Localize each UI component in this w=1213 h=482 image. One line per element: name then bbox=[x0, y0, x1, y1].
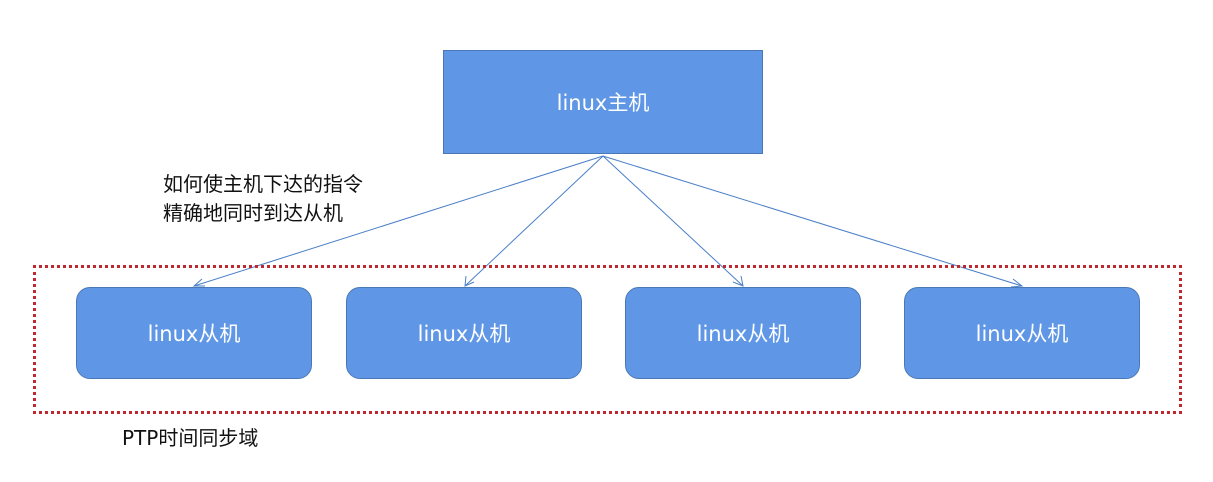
slave-node-label: linux从机 bbox=[417, 322, 511, 346]
slave-node-1: linux从机 bbox=[76, 287, 312, 379]
master-node: linux主机 bbox=[443, 50, 763, 154]
connector-slave-4 bbox=[602, 155, 1023, 287]
slave-node-label: linux从机 bbox=[147, 322, 241, 346]
question-text: 如何使主机下达的指令 精确地同时到达从机 bbox=[163, 170, 363, 228]
ptp-domain-boundary bbox=[33, 265, 1182, 414]
connector-slave-1 bbox=[193, 155, 604, 287]
arrowhead-slave-2 bbox=[464, 275, 475, 287]
slave-node-3: linux从机 bbox=[625, 287, 861, 379]
slave-node-4: linux从机 bbox=[904, 287, 1140, 379]
slave-node-label: linux从机 bbox=[975, 322, 1069, 346]
slave-node-label: linux从机 bbox=[696, 322, 790, 346]
arrowhead-slave-4 bbox=[1010, 278, 1024, 288]
question-line-2: 精确地同时到达从机 bbox=[163, 201, 343, 225]
arrowhead-slave-3 bbox=[732, 275, 744, 287]
connector-slave-2 bbox=[464, 155, 604, 287]
slave-node-2: linux从机 bbox=[346, 287, 582, 379]
ptp-domain-label: PTP时间同步域 bbox=[122, 426, 259, 450]
arrowhead-slave-1 bbox=[192, 278, 205, 287]
connector-slave-3 bbox=[602, 155, 744, 287]
master-node-label: linux主机 bbox=[556, 91, 650, 115]
question-line-1: 如何使主机下达的指令 bbox=[163, 172, 363, 196]
